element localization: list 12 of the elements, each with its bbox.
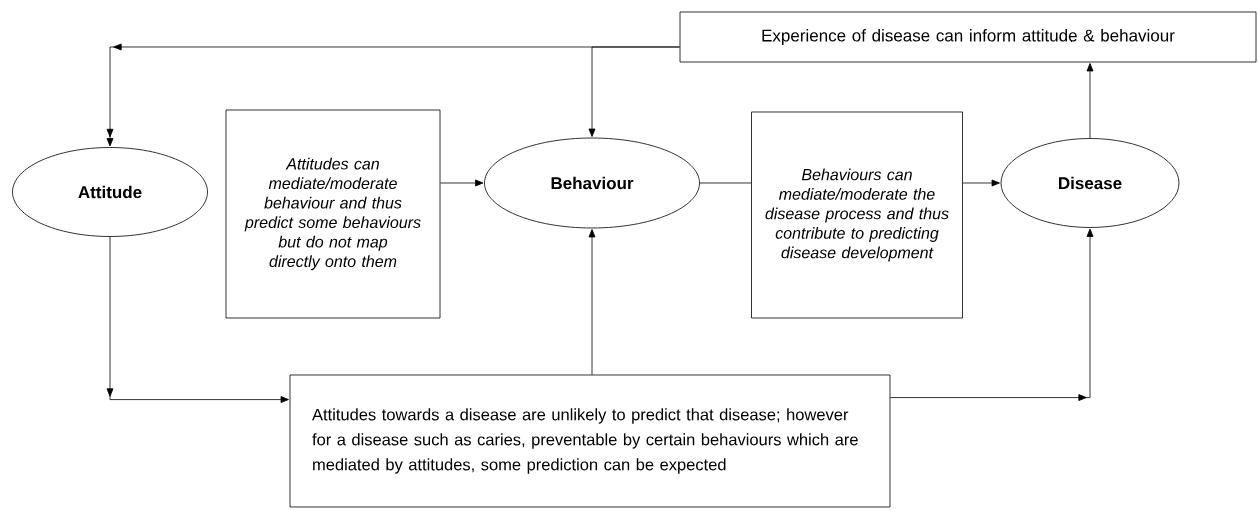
connector-line [699,182,752,184]
text-box: Behaviours can mediate/moderate the disease process and thus contribute to predicting disease development [751,111,963,319]
arrow [890,228,1094,401]
text-box: Attitudes towards a disease are unlikely to predict that disease; however for a disease such as caries, preventable by certain behaviours which are mediated by attitudes, some prediction can be expected [289,374,891,508]
arrow [106,236,289,403]
text-box: Experience of disease can inform attitude & behaviour [679,11,1257,63]
arrow [440,179,484,187]
arrow [588,46,680,137]
arrow [588,229,596,375]
arrow [1086,63,1094,139]
text-box: Attitudes can mediate/moderate behaviour and thus predict some behaviours but do not map directly onto them [225,109,441,319]
arrow [962,179,1000,187]
